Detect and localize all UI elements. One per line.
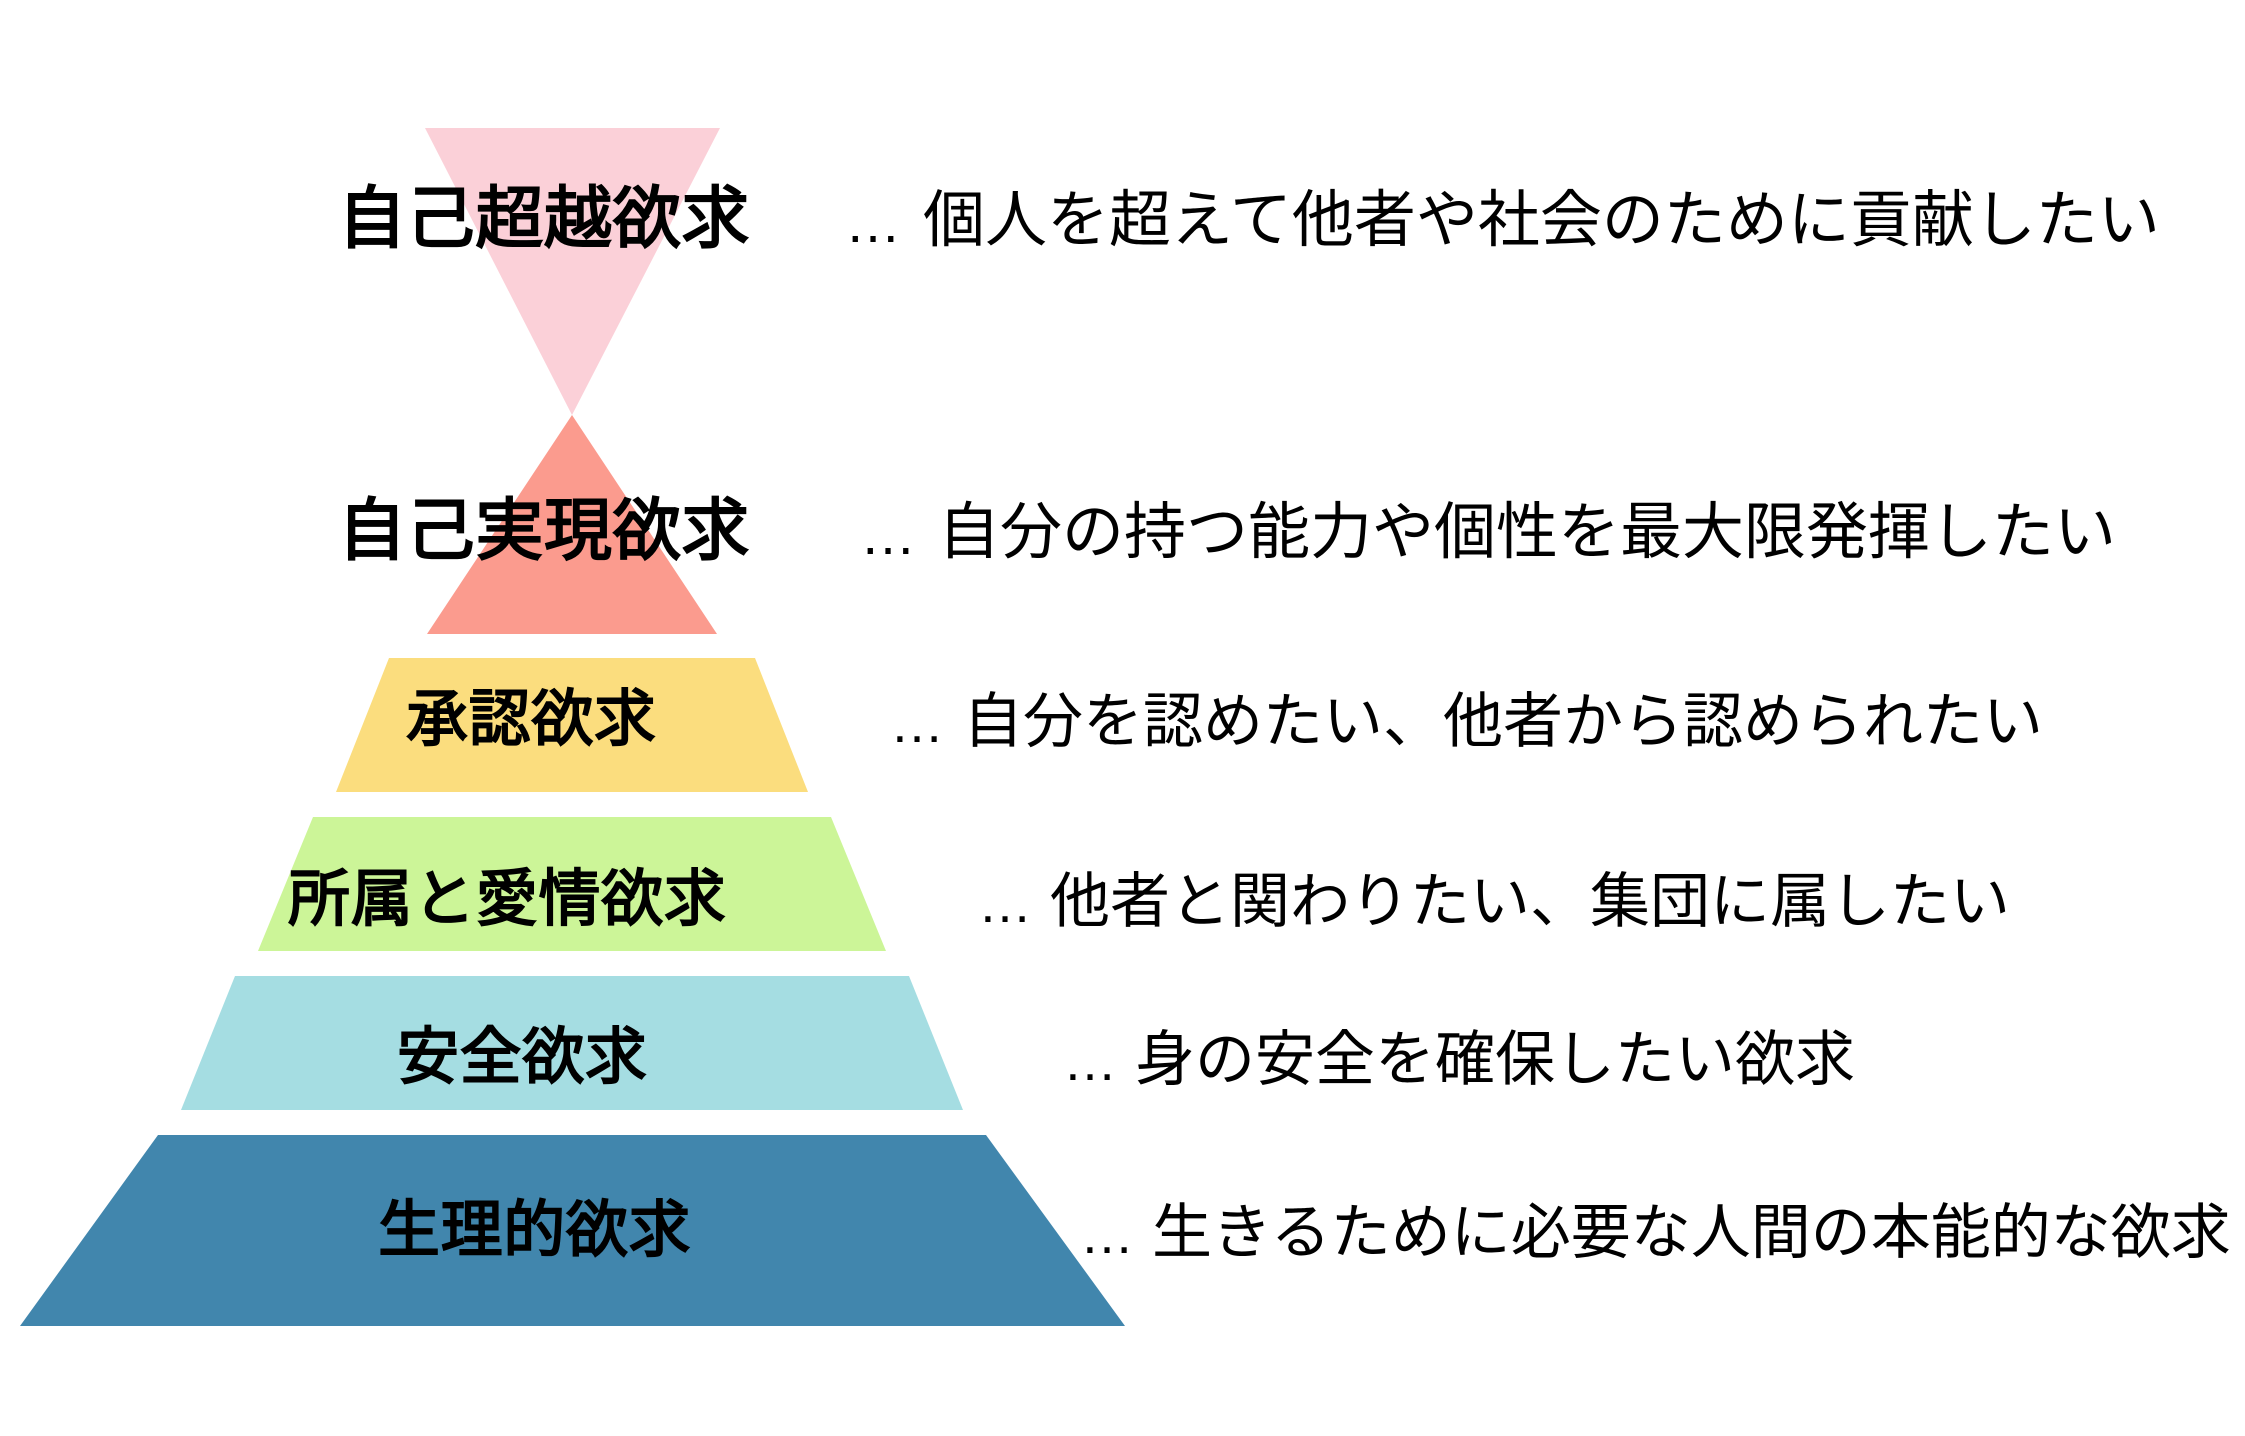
pyramid-shape-level-5 bbox=[427, 415, 717, 634]
level-2-label: 安全欲求 bbox=[397, 1023, 648, 1092]
level-5-label: 自己実現欲求 bbox=[338, 493, 751, 569]
level-1-separator: … bbox=[1080, 1205, 1134, 1265]
pyramid-shape-level-1 bbox=[20, 1135, 1125, 1326]
level-2-description: 身の安全を確保したい欲求 bbox=[1135, 1026, 1855, 1093]
level-6-description: 個人を超えて他者や社会のために貢献したい bbox=[923, 186, 2160, 255]
pyramid-shape-level-4 bbox=[336, 658, 808, 792]
level-5-separator: … bbox=[860, 503, 916, 566]
pyramid-shape-level-2 bbox=[181, 976, 963, 1110]
level-2-separator: … bbox=[1063, 1032, 1117, 1092]
level-6-separator: … bbox=[845, 191, 901, 254]
pyramid-shape-level-3 bbox=[258, 817, 886, 951]
level-1-description: 生きるために必要な人間の本能的な欲求 bbox=[1152, 1199, 2231, 1266]
level-4-separator: … bbox=[890, 694, 944, 754]
level-3-label: 所属と愛情欲求 bbox=[288, 865, 727, 934]
pyramid-shape-level-6 bbox=[425, 128, 720, 415]
level-4-description: 自分を認めたい、他者から認められたい bbox=[963, 688, 2043, 755]
level-3-description: 他者と関わりたい、集団に属したい bbox=[1050, 868, 2010, 935]
level-3-separator: … bbox=[978, 874, 1032, 934]
level-6-label: 自己超越欲求 bbox=[338, 181, 751, 257]
level-1-label: 生理的欲求 bbox=[378, 1196, 692, 1265]
level-4-label: 承認欲求 bbox=[406, 685, 657, 754]
level-5-description: 自分の持つ能力や個性を最大限発揮したい bbox=[938, 498, 2117, 567]
